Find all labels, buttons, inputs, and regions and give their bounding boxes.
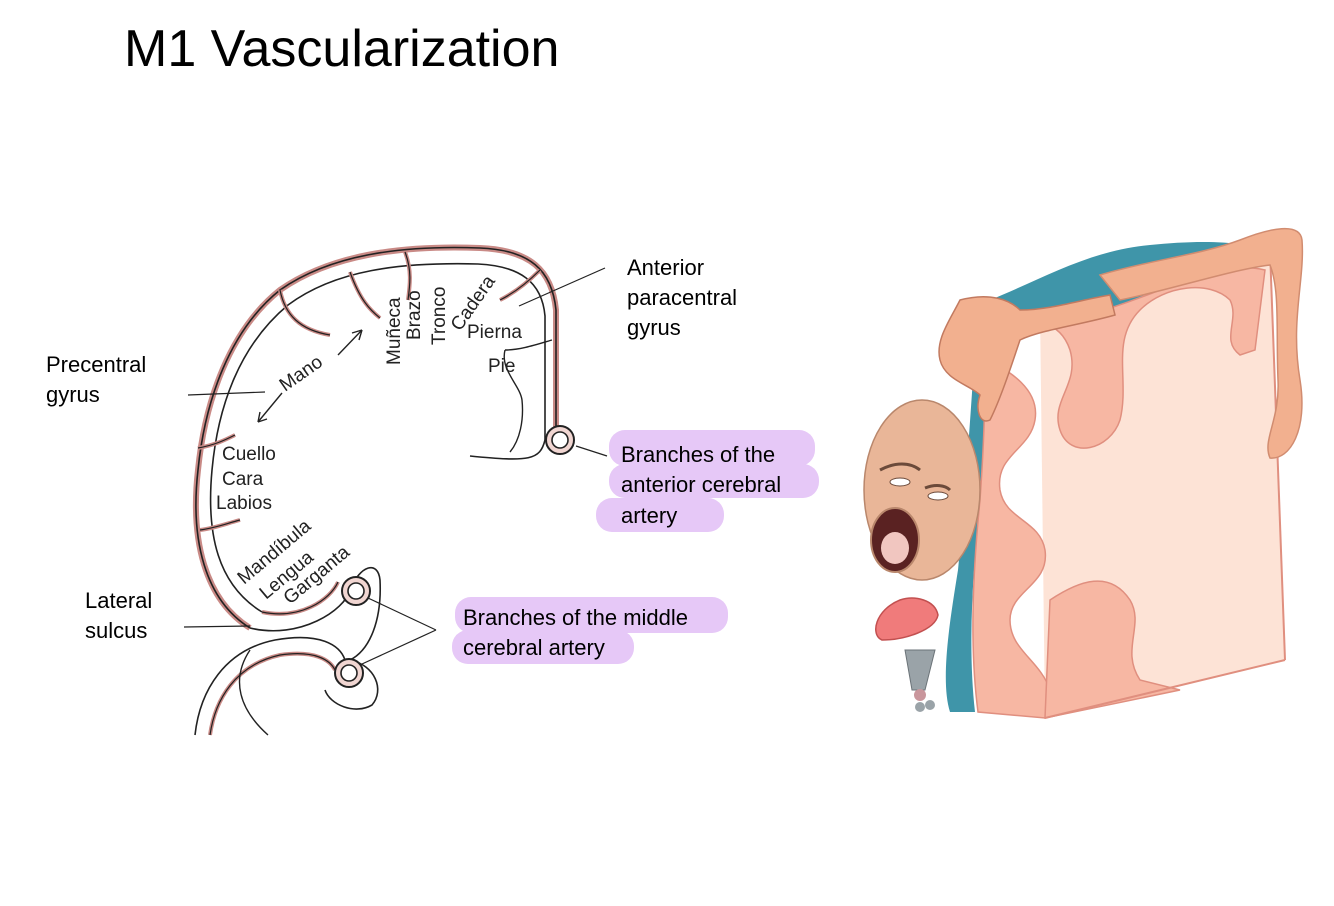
label-aca-line2: anterior cerebral bbox=[621, 472, 782, 497]
label-anterior-paracentral-line1: Anterior bbox=[627, 255, 705, 280]
region-labios: Labios bbox=[216, 493, 272, 514]
label-mca-line2: cerebral artery bbox=[463, 635, 605, 660]
label-lateral-sulcus-line1: Lateral bbox=[85, 588, 153, 613]
leader-anterior-paracentral bbox=[518, 267, 606, 307]
label-anterior-paracentral-line2: paracentral bbox=[627, 285, 738, 310]
highlight-mca-2 bbox=[452, 630, 634, 664]
highlight-aca-2 bbox=[609, 464, 819, 498]
label-aca-line3: artery bbox=[621, 503, 678, 528]
cortex-inner-line bbox=[209, 262, 546, 613]
homunculus-hand bbox=[938, 294, 1116, 422]
label-aca-line1: Branches of the bbox=[621, 442, 776, 467]
region-cuello: Cuello bbox=[222, 444, 276, 465]
highlight-aca-3 bbox=[596, 498, 724, 532]
region-cara: Cara bbox=[222, 469, 264, 490]
label-precentral-line1: Precentral bbox=[46, 352, 147, 377]
label-anterior-paracentral-line3: gyrus bbox=[627, 315, 681, 340]
leader-lateral-sulcus bbox=[183, 625, 251, 628]
leader-aca bbox=[575, 445, 608, 457]
region-tronco: Tronco bbox=[429, 287, 450, 345]
region-muneca: Muñeca bbox=[384, 297, 405, 365]
leader-mca-lower bbox=[361, 629, 437, 665]
highlight-aca-1 bbox=[609, 430, 815, 466]
region-pierna: Pierna bbox=[467, 322, 522, 343]
slide-title: M1 Vascularization bbox=[124, 20, 560, 78]
highlight-mca-1 bbox=[455, 597, 728, 633]
homunculus-throat bbox=[904, 649, 936, 691]
region-brazo: Brazo bbox=[404, 290, 425, 340]
region-pie: Pie bbox=[488, 356, 515, 377]
homunculus-leg bbox=[1098, 228, 1304, 459]
label-lateral-sulcus-line2: sulcus bbox=[85, 618, 148, 643]
homunculus-tongue bbox=[875, 597, 939, 641]
label-mca-line1: Branches of the middle bbox=[463, 605, 689, 630]
leader-mca-upper bbox=[367, 597, 437, 631]
leader-precentral bbox=[187, 391, 266, 396]
label-precentral-line2: gyrus bbox=[46, 382, 100, 407]
